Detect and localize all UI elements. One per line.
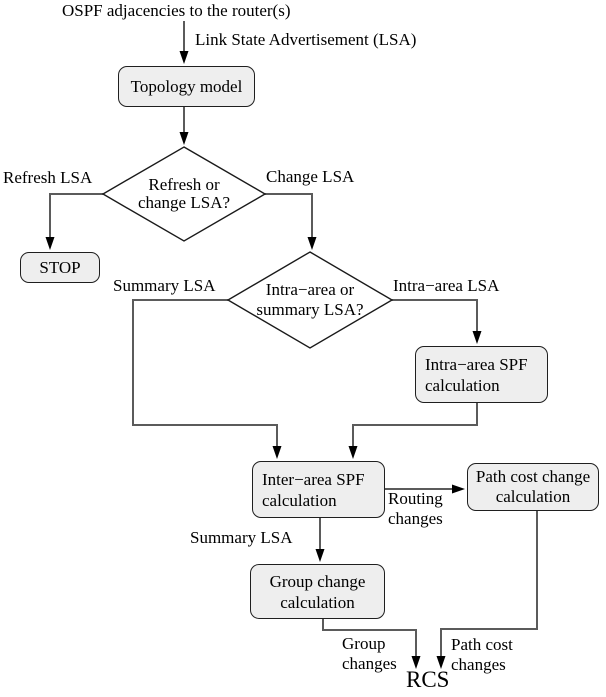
decision-intra-line2: summary LSA? <box>256 300 364 319</box>
arrowhead <box>436 656 446 669</box>
label-routing-changes-line2: changes <box>388 509 443 528</box>
decision-refresh-or-change-text: Refresh or change LSA? <box>99 176 269 212</box>
arrowhead <box>179 51 189 64</box>
label-rcs: RCS <box>406 667 450 692</box>
arrowhead <box>45 237 55 250</box>
node-topology-model-label: Topology model <box>130 77 243 96</box>
label-path-cost-changes-line1: Path cost <box>451 635 513 654</box>
node-group-change-calculation: Group change calculation <box>250 564 385 619</box>
edge-intra-decision-to-inter-spf <box>132 299 278 447</box>
label-group-changes-line2: changes <box>342 654 397 673</box>
node-group-change-line2: calculation <box>280 592 355 612</box>
label-intra-area-lsa: Intra−area LSA <box>393 276 500 295</box>
arrowhead <box>411 656 421 669</box>
arrowhead <box>307 237 317 250</box>
node-intra-area-spf-line2: calculation <box>425 375 500 395</box>
label-refresh-lsa: Refresh LSA <box>3 168 93 187</box>
diagram-title: OSPF adjacencies to the router(s) <box>62 1 291 20</box>
node-stop: STOP <box>20 252 100 283</box>
node-inter-area-spf-calculation: Inter−area SPF calculation <box>252 461 385 518</box>
node-group-change-line1: Group change <box>269 571 366 591</box>
node-path-cost-change-calculation: Path cost change calculation <box>467 463 599 511</box>
node-inter-area-spf-line2: calculation <box>262 490 337 510</box>
edge-refresh-decision-to-stop <box>49 193 103 238</box>
node-path-cost-line2: calculation <box>495 487 571 506</box>
label-summary-lsa-out: Summary LSA <box>190 528 293 547</box>
edge-intra-decision-to-intra-spf <box>392 299 478 332</box>
label-routing-changes: Routing changes <box>388 489 443 529</box>
arrowhead <box>179 132 189 145</box>
label-group-changes: Group changes <box>342 634 397 674</box>
label-link-state-advertisement: Link State Advertisement (LSA) <box>195 30 417 49</box>
node-stop-label: STOP <box>39 258 81 277</box>
label-group-changes-line1: Group <box>342 634 386 653</box>
decision-intra-or-summary-text: Intra−area or summary LSA? <box>225 280 395 320</box>
node-inter-area-spf-line1: Inter−area SPF <box>262 469 365 489</box>
label-change-lsa: Change LSA <box>266 167 355 186</box>
node-topology-model: Topology model <box>118 66 255 107</box>
edge-path-cost-to-rcs <box>440 511 538 657</box>
label-path-cost-changes-line2: changes <box>451 655 506 674</box>
decision-refresh-line2: change LSA? <box>137 193 231 212</box>
arrowhead <box>348 446 358 459</box>
edge-intra-spf-to-inter-spf <box>352 403 478 447</box>
label-routing-changes-line1: Routing <box>388 489 443 508</box>
label-path-cost-changes: Path cost changes <box>451 635 513 675</box>
node-intra-area-spf-calculation: Intra−area SPF calculation <box>415 346 548 403</box>
arrowhead <box>452 484 465 494</box>
arrowhead <box>315 549 325 562</box>
arrowhead <box>472 331 482 344</box>
node-path-cost-line1: Path cost change <box>475 467 591 486</box>
decision-refresh-or-change <box>101 146 267 242</box>
node-intra-area-spf-line1: Intra−area SPF <box>425 354 528 374</box>
arrowhead <box>272 446 282 459</box>
edge-group-change-to-rcs <box>322 619 417 657</box>
edge-refresh-decision-to-intra-decision <box>265 193 313 238</box>
decision-intra-or-summary <box>226 251 394 349</box>
decision-intra-line1: Intra−area or <box>265 280 355 299</box>
decision-refresh-line1: Refresh or <box>148 175 220 194</box>
label-summary-lsa-branch: Summary LSA <box>113 276 216 295</box>
